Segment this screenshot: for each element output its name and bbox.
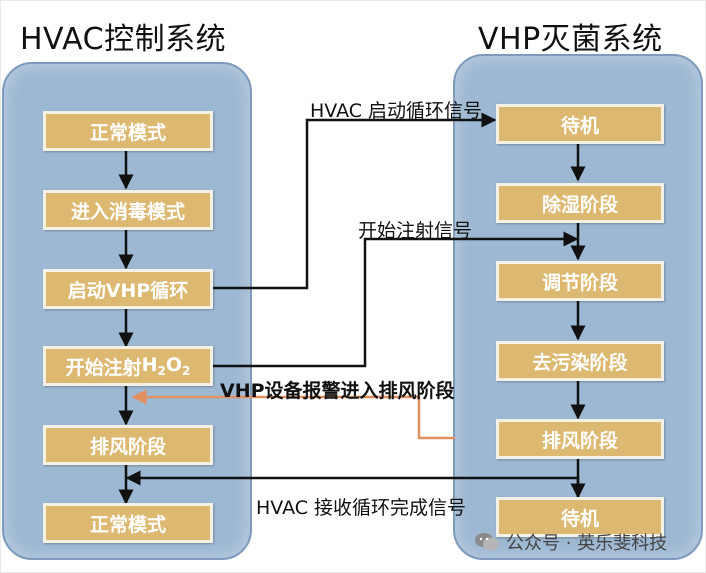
start-cycle-signal-line [211, 112, 497, 290]
hvac-step-normal-mode: 正常模式 [43, 111, 213, 151]
start-inject-signal-label: 开始注射信号 [358, 220, 473, 242]
h2o2-formula: H2O2 [141, 354, 191, 378]
vhp-step-condition: 调节阶段 [496, 261, 664, 301]
hvac-step-start-vhp-cycle: 启动VHP循环 [43, 269, 213, 309]
hvac-step-normal-mode-end: 正常模式 [43, 503, 213, 543]
hvac-title: HVAC控制系统 [20, 22, 227, 57]
hvac-step-exhaust: 排风阶段 [43, 425, 213, 465]
wechat-watermark: 公众号 · 英乐斐科技 [474, 528, 667, 556]
hvac-step-enter-disinfection: 进入消毒模式 [43, 190, 213, 230]
vhp-step-standby-end: 待机 [496, 497, 664, 537]
vhp-step-decontaminate: 去污染阶段 [496, 341, 664, 381]
alarm-signal-label: VHP设备报警进入排风阶段 [220, 380, 455, 402]
complete-signal-label: HVAC 接收循环完成信号 [256, 497, 467, 519]
start-cycle-signal-label: HVAC 启动循环信号 [310, 100, 483, 122]
wechat-icon [475, 533, 499, 551]
vhp-title: VHP灭菌系统 [478, 22, 663, 57]
vhp-step-standby: 待机 [496, 104, 664, 144]
vhp-step-exhaust: 排风阶段 [496, 419, 664, 459]
alarm-signal-line [131, 389, 455, 440]
start-inject-signal-line [211, 231, 579, 368]
vhp-step-dehumidify: 除湿阶段 [496, 183, 664, 223]
